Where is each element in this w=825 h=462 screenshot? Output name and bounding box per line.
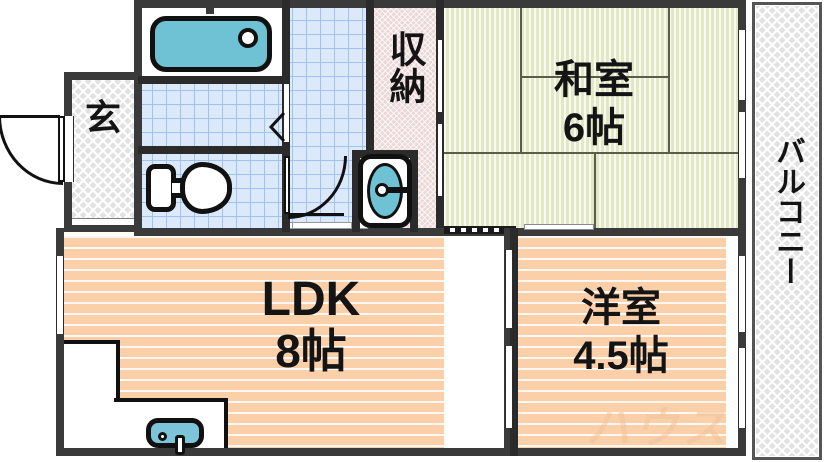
toilet-bowl-icon xyxy=(180,162,232,214)
wall-ldk-left xyxy=(56,228,64,456)
room-floor-balcony xyxy=(756,6,818,456)
pocket-door-chevron-icon xyxy=(268,112,286,142)
washitsu-fusuma-left xyxy=(437,40,443,112)
wall-toilet-top xyxy=(138,146,286,154)
wall-bath-bottom xyxy=(138,76,286,84)
kitchen-counter-outline xyxy=(64,340,120,402)
corridor-door-sill xyxy=(292,222,352,229)
washitsu-door-sill xyxy=(524,224,594,230)
entrance-door-swing-arc xyxy=(0,116,63,185)
yoshitsu-door-opening xyxy=(505,250,513,328)
wall-genkan-bottom xyxy=(64,224,142,232)
entrance-door-top-edge xyxy=(0,115,60,118)
balcony-outline xyxy=(752,2,822,460)
kitchen-faucet-icon xyxy=(175,435,185,455)
bathtub-drain-icon xyxy=(238,28,258,48)
wall-basin-right xyxy=(410,150,418,232)
wall-yoshitsu-left xyxy=(510,228,518,456)
ldk-window-left xyxy=(56,256,64,334)
wall-left-upper xyxy=(134,0,142,78)
tatami-seam xyxy=(520,76,668,78)
washitsu-window-right-2 xyxy=(738,112,746,178)
room-floor-genkan xyxy=(70,78,136,228)
washitsu-fusuma-left-2 xyxy=(437,124,443,196)
yoshitsu-window-right-2 xyxy=(738,348,746,428)
bathtub-icon xyxy=(150,16,272,72)
washbasin-knob-icon xyxy=(375,183,389,197)
wall-basin-left xyxy=(352,150,360,232)
tatami-seam xyxy=(444,152,738,154)
washbasin-spout-icon xyxy=(383,187,409,193)
tatami-seam xyxy=(668,6,670,152)
room-floor-washitsu xyxy=(444,6,738,230)
tatami-seam xyxy=(520,6,522,152)
wall-ldk-bottom xyxy=(56,448,746,456)
wall-closet-left xyxy=(366,0,374,156)
wall-top-notch xyxy=(206,0,214,14)
room-floor-yoshitsu xyxy=(518,236,726,456)
wall-genkan-top xyxy=(64,72,142,80)
washitsu-window-right xyxy=(738,30,746,100)
washitsu-ldk-sliding-opening xyxy=(444,226,516,234)
yoshitsu-door-opening-2 xyxy=(505,346,513,428)
genkan-step xyxy=(72,218,134,225)
wall-washitsu-bottom xyxy=(436,228,746,236)
tatami-seam xyxy=(594,152,596,230)
kitchen-sink-icon xyxy=(146,418,204,455)
toilet-door-bottom-edge xyxy=(288,213,344,216)
wall-bath-right xyxy=(282,0,290,84)
washbasin-icon xyxy=(358,154,412,228)
wall-ldk-yoshitsu xyxy=(504,228,512,456)
yoshitsu-window-right xyxy=(738,256,746,332)
wall-closet-right xyxy=(436,0,444,230)
kitchen-counter-outline-2 xyxy=(114,398,228,456)
wall-sanitary-bottom xyxy=(134,228,444,236)
kitchen-sink-drain-icon xyxy=(158,432,167,441)
